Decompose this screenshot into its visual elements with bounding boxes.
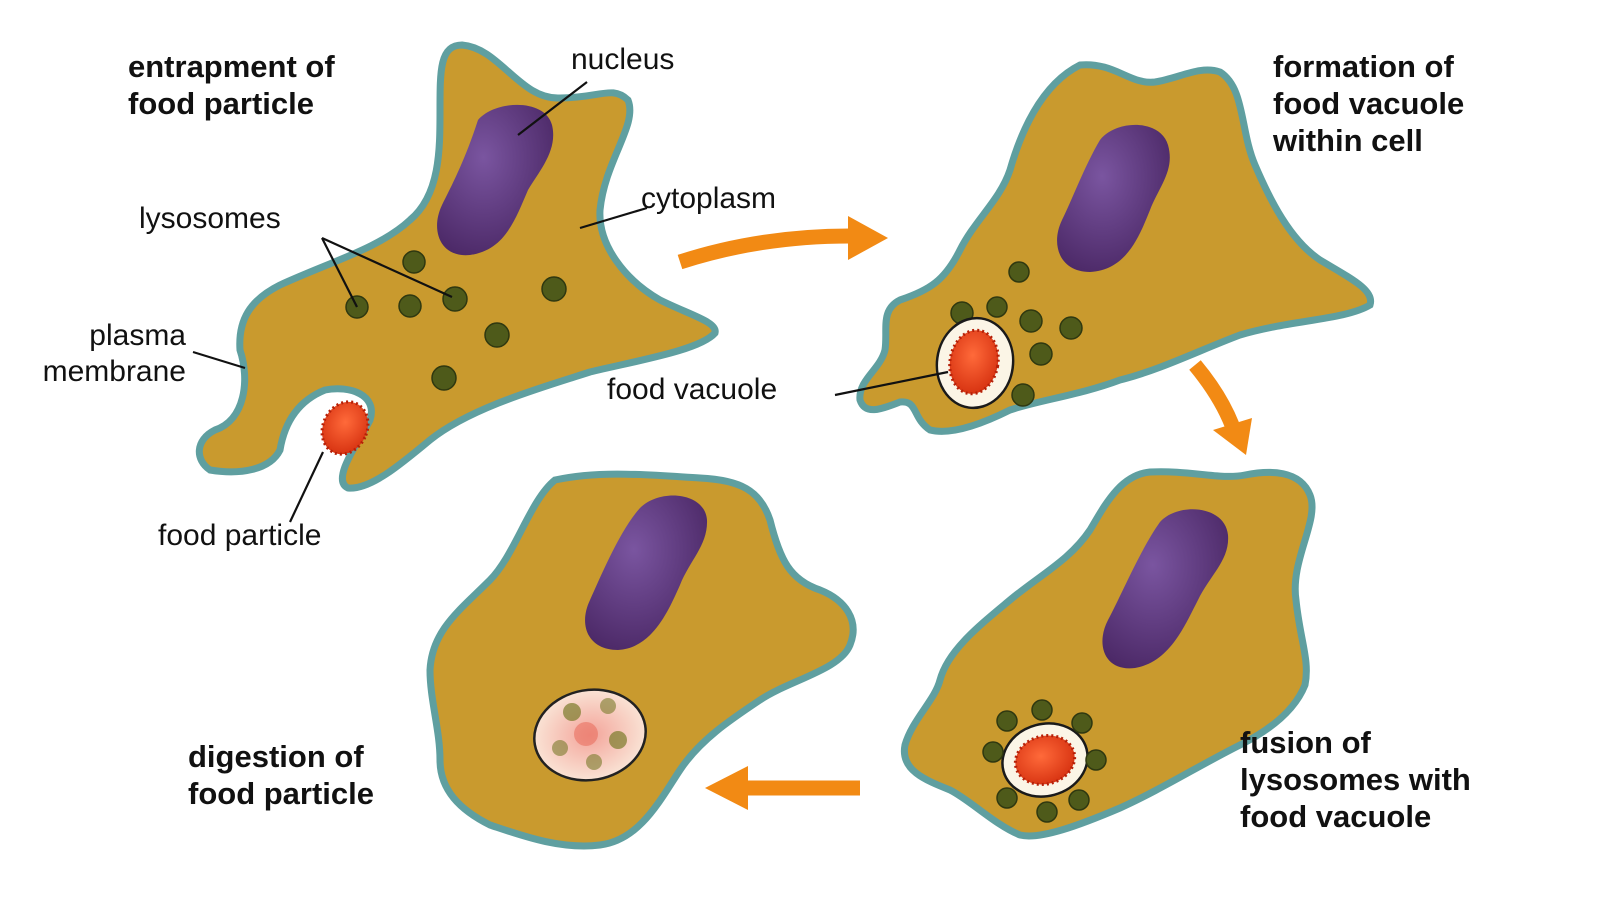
arrow-1-to-2	[677, 216, 888, 270]
lysosome-group	[345, 250, 567, 391]
cell-lysosome-fusion	[900, 468, 1316, 840]
lysosome-group	[982, 699, 1107, 823]
lysosome	[402, 250, 426, 274]
lysosome	[1008, 261, 1030, 283]
cell-vacuole-formation	[834, 61, 1375, 435]
label-plasma-membrane: plasma membrane	[42, 319, 186, 388]
nucleus	[1057, 124, 1170, 273]
stage-title-entrapment: entrapment of food particle	[128, 49, 335, 122]
leader-lines	[192, 81, 648, 523]
cell-entrapment	[192, 41, 719, 523]
label-cytoplasm: cytoplasm	[641, 182, 777, 215]
lysosome	[1059, 316, 1083, 340]
lysosome	[1029, 342, 1053, 366]
lysosome-group	[950, 261, 1083, 407]
lysosome	[986, 296, 1008, 318]
flow-arrows	[677, 216, 1252, 810]
nucleus	[1102, 509, 1229, 669]
lysosome	[1071, 712, 1093, 734]
label-food-vacuole: food vacuole	[607, 373, 778, 406]
food-particle	[320, 400, 370, 456]
lysosome	[398, 294, 422, 318]
lysosome	[1036, 801, 1058, 823]
cell-body	[426, 470, 857, 850]
lysosome	[442, 286, 468, 312]
lysosome	[1031, 699, 1053, 721]
lysosome	[996, 787, 1018, 809]
food-vacuole	[1001, 722, 1089, 798]
label-food-particle: food particle	[158, 519, 322, 552]
stage-title-vacuole-formation: formation of food vacuole within cell	[1273, 49, 1465, 159]
lysosome	[1085, 749, 1107, 771]
lysosome	[982, 741, 1004, 763]
lysosome	[431, 365, 457, 391]
lysosome	[996, 710, 1018, 732]
label-lysosomes: lysosomes	[139, 202, 281, 235]
lysosome	[484, 322, 510, 348]
lysosome	[541, 276, 567, 302]
stage-title-lysosome-fusion: fusion of lysosomes with food vacuole	[1240, 725, 1471, 835]
food-vacuole	[935, 316, 1015, 410]
lysosome	[1068, 789, 1090, 811]
label-nucleus: nucleus	[571, 43, 675, 76]
nucleus	[585, 495, 708, 650]
lysosome	[1011, 383, 1035, 407]
arrow-3-to-4	[705, 766, 860, 810]
lysosome	[1019, 309, 1043, 333]
digesting-vacuole	[533, 688, 647, 782]
leader-lines	[834, 370, 949, 397]
cell-digestion	[426, 470, 857, 850]
arrow-2-to-3	[1189, 360, 1252, 455]
stage-title-digestion: digestion of food particle	[188, 739, 375, 812]
nucleus	[437, 104, 554, 256]
